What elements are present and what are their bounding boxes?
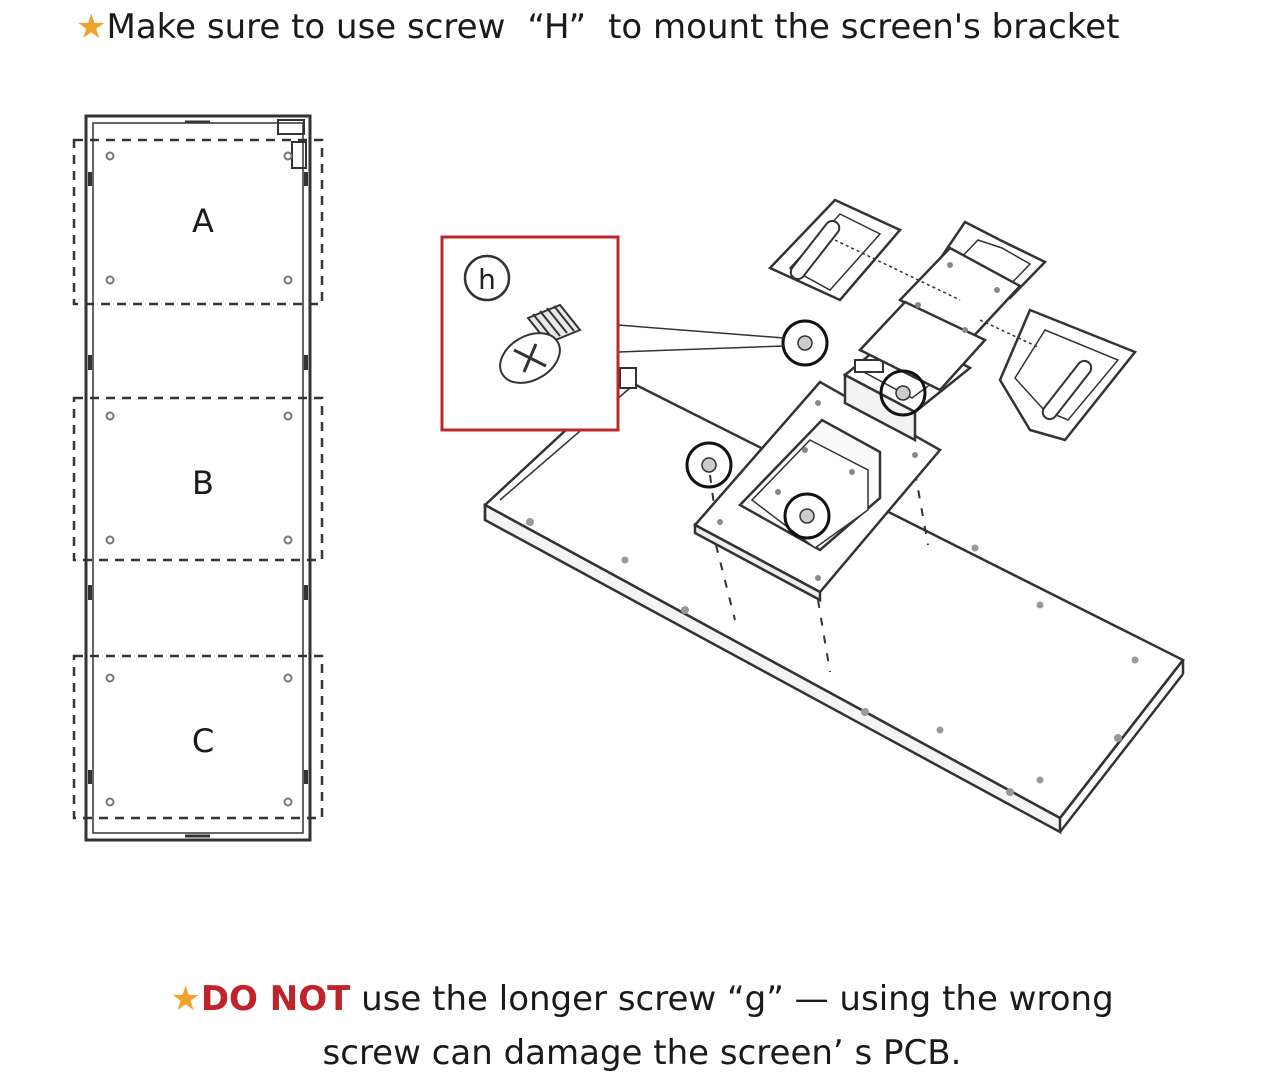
screw-g-name: “g” (727, 979, 784, 1019)
callout-leaders (617, 324, 785, 353)
panel-front-view (84, 114, 312, 842)
assembly-diagram: A B C (72, 114, 1185, 842)
bottom-warning-line-1: ★DO NOT use the longer screw “g” — using… (0, 972, 1284, 1026)
zone-label-b: B (192, 464, 214, 502)
callout-letter-circle (463, 254, 511, 302)
star-icon-warning: ★ (170, 979, 201, 1019)
warning-text-1: use the longer screw (350, 979, 727, 1019)
zone-label-a: A (192, 202, 214, 240)
bottom-warning-line-2: screw can damage the screen’ s PCB. (322, 1033, 962, 1073)
warning-text-2: — using the wrong (783, 979, 1114, 1019)
top-instruction-text-end: to mount the screen's bracket (608, 7, 1120, 47)
screen-holes (526, 518, 1139, 796)
screw-h-name: “H” (527, 7, 587, 47)
zone-holes (105, 151, 293, 807)
do-not-warning: DO NOT (200, 979, 351, 1019)
bottom-warning: ★DO NOT use the longer screw “g” — using… (0, 972, 1284, 1080)
callout-letter: h (478, 263, 496, 296)
zone-label-c: C (192, 722, 214, 760)
cross-bracket (767, 198, 1138, 442)
star-icon: ★ (76, 7, 107, 47)
screw-highlight-circles (685, 319, 927, 540)
screw-h-callout: h (440, 235, 620, 432)
screw-heads (701, 335, 911, 524)
screw-h-icon (499, 303, 582, 384)
top-instruction-text: Make sure to use screw (106, 7, 506, 47)
zone-outlines (72, 138, 324, 820)
top-instruction: ★Make sure to use screw “H” to mount the s… (76, 4, 1276, 50)
